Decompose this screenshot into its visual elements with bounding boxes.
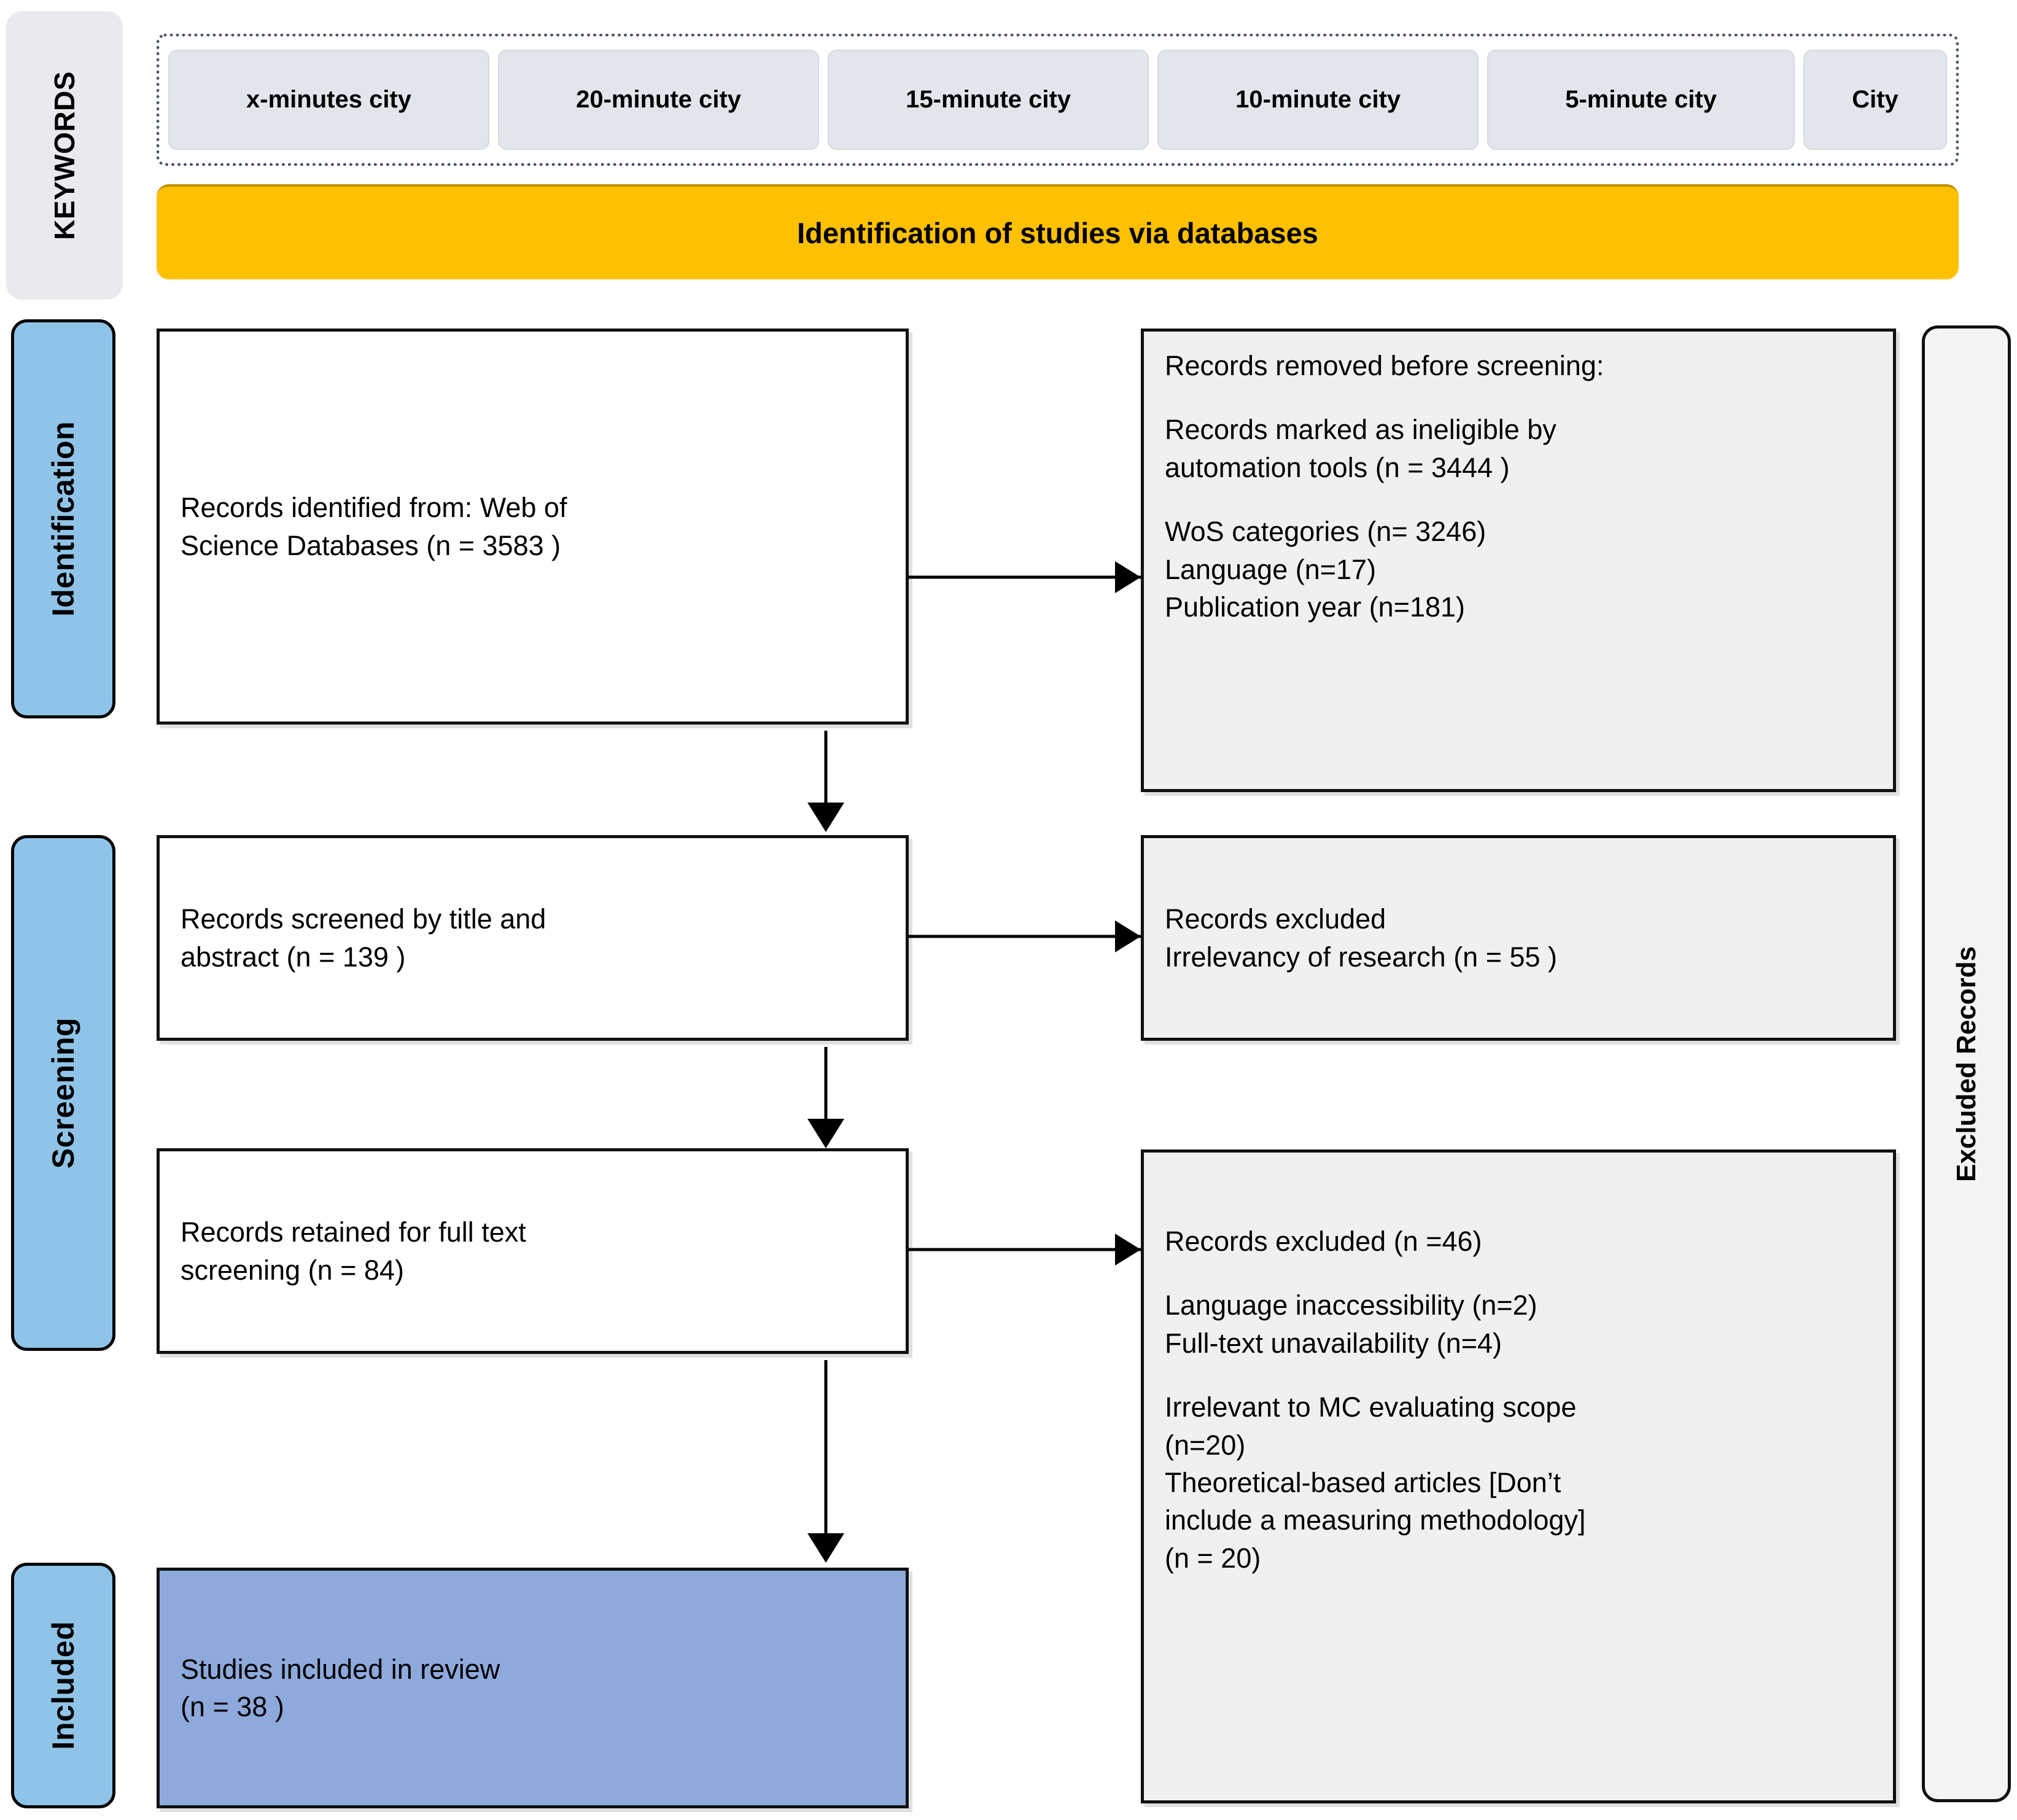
excluded-fulltext-reason-theoretical-line1: Theoretical-based articles [Don’t bbox=[1165, 1466, 1561, 1498]
removed-reason-wos-categories: WoS categories (n= 3246) bbox=[1165, 516, 1487, 548]
rail-included-label: Included bbox=[46, 1621, 80, 1750]
records-ineligible-line1: Records marked as ineligible by bbox=[1165, 414, 1556, 446]
keyword-chip-label: City bbox=[1852, 85, 1898, 113]
rail-excluded-records: Excluded Records bbox=[1922, 325, 2011, 1802]
excluded-fulltext-reason-theoretical-line3: (n = 20) bbox=[1165, 1542, 1261, 1574]
box-records-excluded-screening: Records excluded Irrelevancy of research… bbox=[1141, 835, 1896, 1041]
keyword-chip-label: 20-minute city bbox=[576, 85, 742, 113]
keyword-chip-10-minute-city[interactable]: 10-minute city bbox=[1157, 49, 1479, 150]
keyword-chip-5-minute-city[interactable]: 5-minute city bbox=[1487, 49, 1795, 150]
excluded-screening-line1: Records excluded bbox=[1165, 903, 1386, 935]
identification-banner-title: Identification of studies via databases bbox=[797, 217, 1318, 249]
rail-included: Included bbox=[11, 1563, 115, 1808]
removed-reason-publication-year: Publication year (n=181) bbox=[1165, 591, 1466, 623]
rail-keywords: KEYWORDS bbox=[6, 11, 123, 300]
excluded-fulltext-heading: Records excluded (n =46) bbox=[1165, 1226, 1482, 1257]
keyword-chip-label: 15-minute city bbox=[906, 85, 1071, 113]
identification-banner: Identification of studies via databases bbox=[157, 184, 1959, 279]
keyword-chip-label: 10-minute city bbox=[1235, 85, 1401, 113]
keyword-chip-city[interactable]: City bbox=[1803, 49, 1947, 150]
excluded-fulltext-reason-scope-line1: Irrelevant to MC evaluating scope bbox=[1165, 1391, 1577, 1423]
records-retained-line2: screening (n = 84) bbox=[181, 1254, 404, 1286]
box-records-retained: Records retained for full text screening… bbox=[157, 1148, 909, 1354]
rail-excluded-records-label: Excluded Records bbox=[1951, 946, 1981, 1182]
records-removed-heading: Records removed before screening: bbox=[1165, 350, 1604, 381]
keyword-chip-20-minute-city[interactable]: 20-minute city bbox=[498, 49, 820, 150]
excluded-screening-line2: Irrelevancy of research (n = 55 ) bbox=[1165, 941, 1558, 973]
studies-included-line2: (n = 38 ) bbox=[181, 1691, 284, 1722]
records-screened-line2: abstract (n = 139 ) bbox=[181, 941, 406, 973]
box-records-identified: Records identified from: Web of Science … bbox=[157, 329, 909, 725]
keyword-chip-x-minutes-city[interactable]: x-minutes city bbox=[168, 49, 490, 150]
records-screened-line1: Records screened by title and bbox=[181, 903, 546, 935]
keyword-chip-label: x-minutes city bbox=[246, 85, 411, 113]
box-records-removed: Records removed before screening: Record… bbox=[1141, 329, 1896, 792]
records-identified-line1: Records identified from: Web of bbox=[181, 492, 567, 524]
excluded-fulltext-reason-language: Language inaccessibility (n=2) bbox=[1165, 1289, 1537, 1321]
rail-keywords-label: KEYWORDS bbox=[49, 71, 80, 240]
excluded-fulltext-reason-scope-line2: (n=20) bbox=[1165, 1429, 1246, 1461]
records-ineligible-line2: automation tools (n = 3444 ) bbox=[1165, 451, 1510, 483]
rail-screening: Screening bbox=[11, 835, 115, 1351]
keyword-chip-15-minute-city[interactable]: 15-minute city bbox=[828, 49, 1149, 150]
records-identified-line2: Science Databases (n = 3583 ) bbox=[181, 529, 561, 561]
box-records-screened: Records screened by title and abstract (… bbox=[157, 835, 909, 1041]
removed-reason-language: Language (n=17) bbox=[1165, 553, 1377, 585]
keywords-strip: x-minutes city 20-minute city 15-minute … bbox=[157, 34, 1959, 166]
records-retained-line1: Records retained for full text bbox=[181, 1216, 526, 1248]
rail-identification-label: Identification bbox=[46, 421, 80, 617]
studies-included-line1: Studies included in review bbox=[181, 1653, 500, 1685]
rail-screening-label: Screening bbox=[46, 1017, 80, 1169]
rail-identification: Identification bbox=[11, 319, 115, 718]
excluded-fulltext-reason-fulltext: Full-text unavailability (n=4) bbox=[1165, 1327, 1502, 1359]
keyword-chip-label: 5-minute city bbox=[1565, 85, 1717, 113]
box-studies-included: Studies included in review (n = 38 ) bbox=[157, 1568, 909, 1808]
excluded-fulltext-reason-theoretical-line2: include a measuring methodology] bbox=[1165, 1504, 1586, 1536]
box-records-excluded-fulltext: Records excluded (n =46) Language inacce… bbox=[1141, 1149, 1896, 1803]
